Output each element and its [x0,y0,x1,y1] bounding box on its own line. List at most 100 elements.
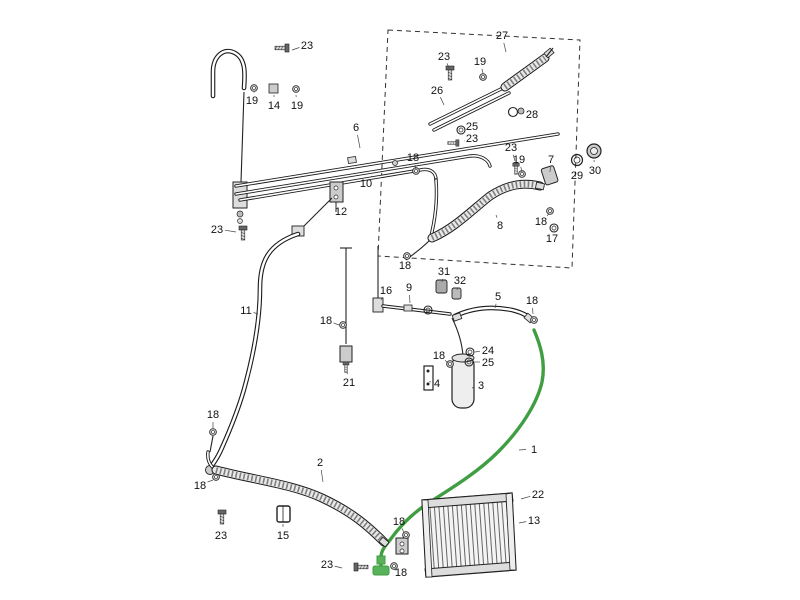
nut-18 [546,207,554,215]
part-label-6: 6 [353,122,359,134]
part-label-8: 8 [497,220,503,232]
leader-line [370,175,373,178]
leader-line [414,164,417,170]
receiver-drier-3 [423,317,475,409]
part-label-19: 19 [513,154,525,166]
hose-2 [206,428,390,548]
nut-19 [292,85,300,93]
leader-line [333,322,340,326]
leader-line [520,166,523,173]
bracket-4 [423,365,434,391]
part-label-22: 22 [532,489,544,501]
part-label-30: 30 [589,165,601,177]
part-label-18: 18 [433,350,445,362]
part-label-2: 2 [317,457,323,469]
hose-8-assembly [403,162,559,261]
leader-line [503,42,507,53]
leader-line [518,449,527,451]
part-label-18: 18 [395,567,407,579]
leader-line [357,134,361,149]
part-label-29: 29 [571,170,583,182]
leader-line [253,312,259,315]
leader-line [512,154,516,162]
leader-line [291,47,300,51]
fitting [347,156,357,164]
dashed-section-outline [377,29,581,269]
fitting [535,181,545,191]
damper-31 [435,279,448,294]
nut-18 [339,321,347,329]
part-label-28: 28 [526,109,538,121]
bolt-23 [217,509,227,525]
part-label-12: 12 [335,206,347,218]
fitting [403,304,413,312]
leader-line [471,387,474,389]
dampers-31-32 [435,279,462,300]
part-label-13: 13 [528,515,540,527]
part-label-11: 11 [240,305,251,317]
leader-line [474,350,481,353]
green-elbow [376,555,386,565]
bolt-23 [447,139,460,147]
leader-line [444,360,449,364]
fitting-14 [268,83,279,94]
part-label-5: 5 [495,291,501,303]
nut-18 [530,316,538,324]
part-label-18: 18 [207,409,219,421]
part-label-9: 9 [406,282,412,294]
bolt-23 [353,562,369,572]
block-16 [372,297,384,313]
clamp-15 [276,505,291,523]
part-label-23: 23 [505,142,517,154]
hose-11 [205,197,333,475]
part-label-25: 25 [482,357,494,369]
part-label-18: 18 [393,516,405,528]
tube-26-27-assembly [428,47,555,147]
part-label-14: 14 [268,100,280,112]
part-label-23: 23 [321,559,333,571]
bolt-23 [445,65,455,81]
part-label-1: 1 [531,444,537,456]
part-label-19: 19 [246,95,258,107]
part-label-15: 15 [277,530,289,542]
tee-9-16 [372,246,452,316]
bolt-23 [274,43,290,53]
leader-line [207,479,214,483]
condenser-13 [353,492,517,578]
leader-line [494,303,497,309]
leader-line [495,214,498,218]
hose-5 [451,305,538,324]
nut-18 [209,428,217,436]
bracket-12 [329,181,344,212]
nut-18 [403,252,411,260]
part-label-18: 18 [399,260,411,272]
part-label-23: 23 [301,40,313,52]
part-label-27: 27 [496,30,508,42]
part-label-19: 19 [291,100,303,112]
fitting-28 [507,106,525,118]
leader-line [481,68,484,74]
leader-line [393,568,397,571]
part-label-23: 23 [466,133,478,145]
leader-line [446,63,450,69]
leader-line [409,294,411,304]
fitting-7 [540,165,559,186]
part-label-23: 23 [215,530,227,542]
part-label-25: 25 [466,121,478,133]
damper-32 [451,287,462,300]
leader-line [546,213,550,216]
part-label-18: 18 [535,216,547,228]
part-label-4: 4 [434,378,440,390]
leader-line [441,278,443,283]
part-label-17: 17 [546,233,558,245]
part-label-31: 31 [438,266,450,278]
part-label-10: 10 [360,178,372,190]
cap-29 [570,153,584,167]
part-label-3: 3 [478,380,484,392]
part-label-21: 21 [343,377,355,389]
bolt-23 [238,225,248,241]
leader-line [456,287,459,291]
nut-19 [250,84,258,92]
